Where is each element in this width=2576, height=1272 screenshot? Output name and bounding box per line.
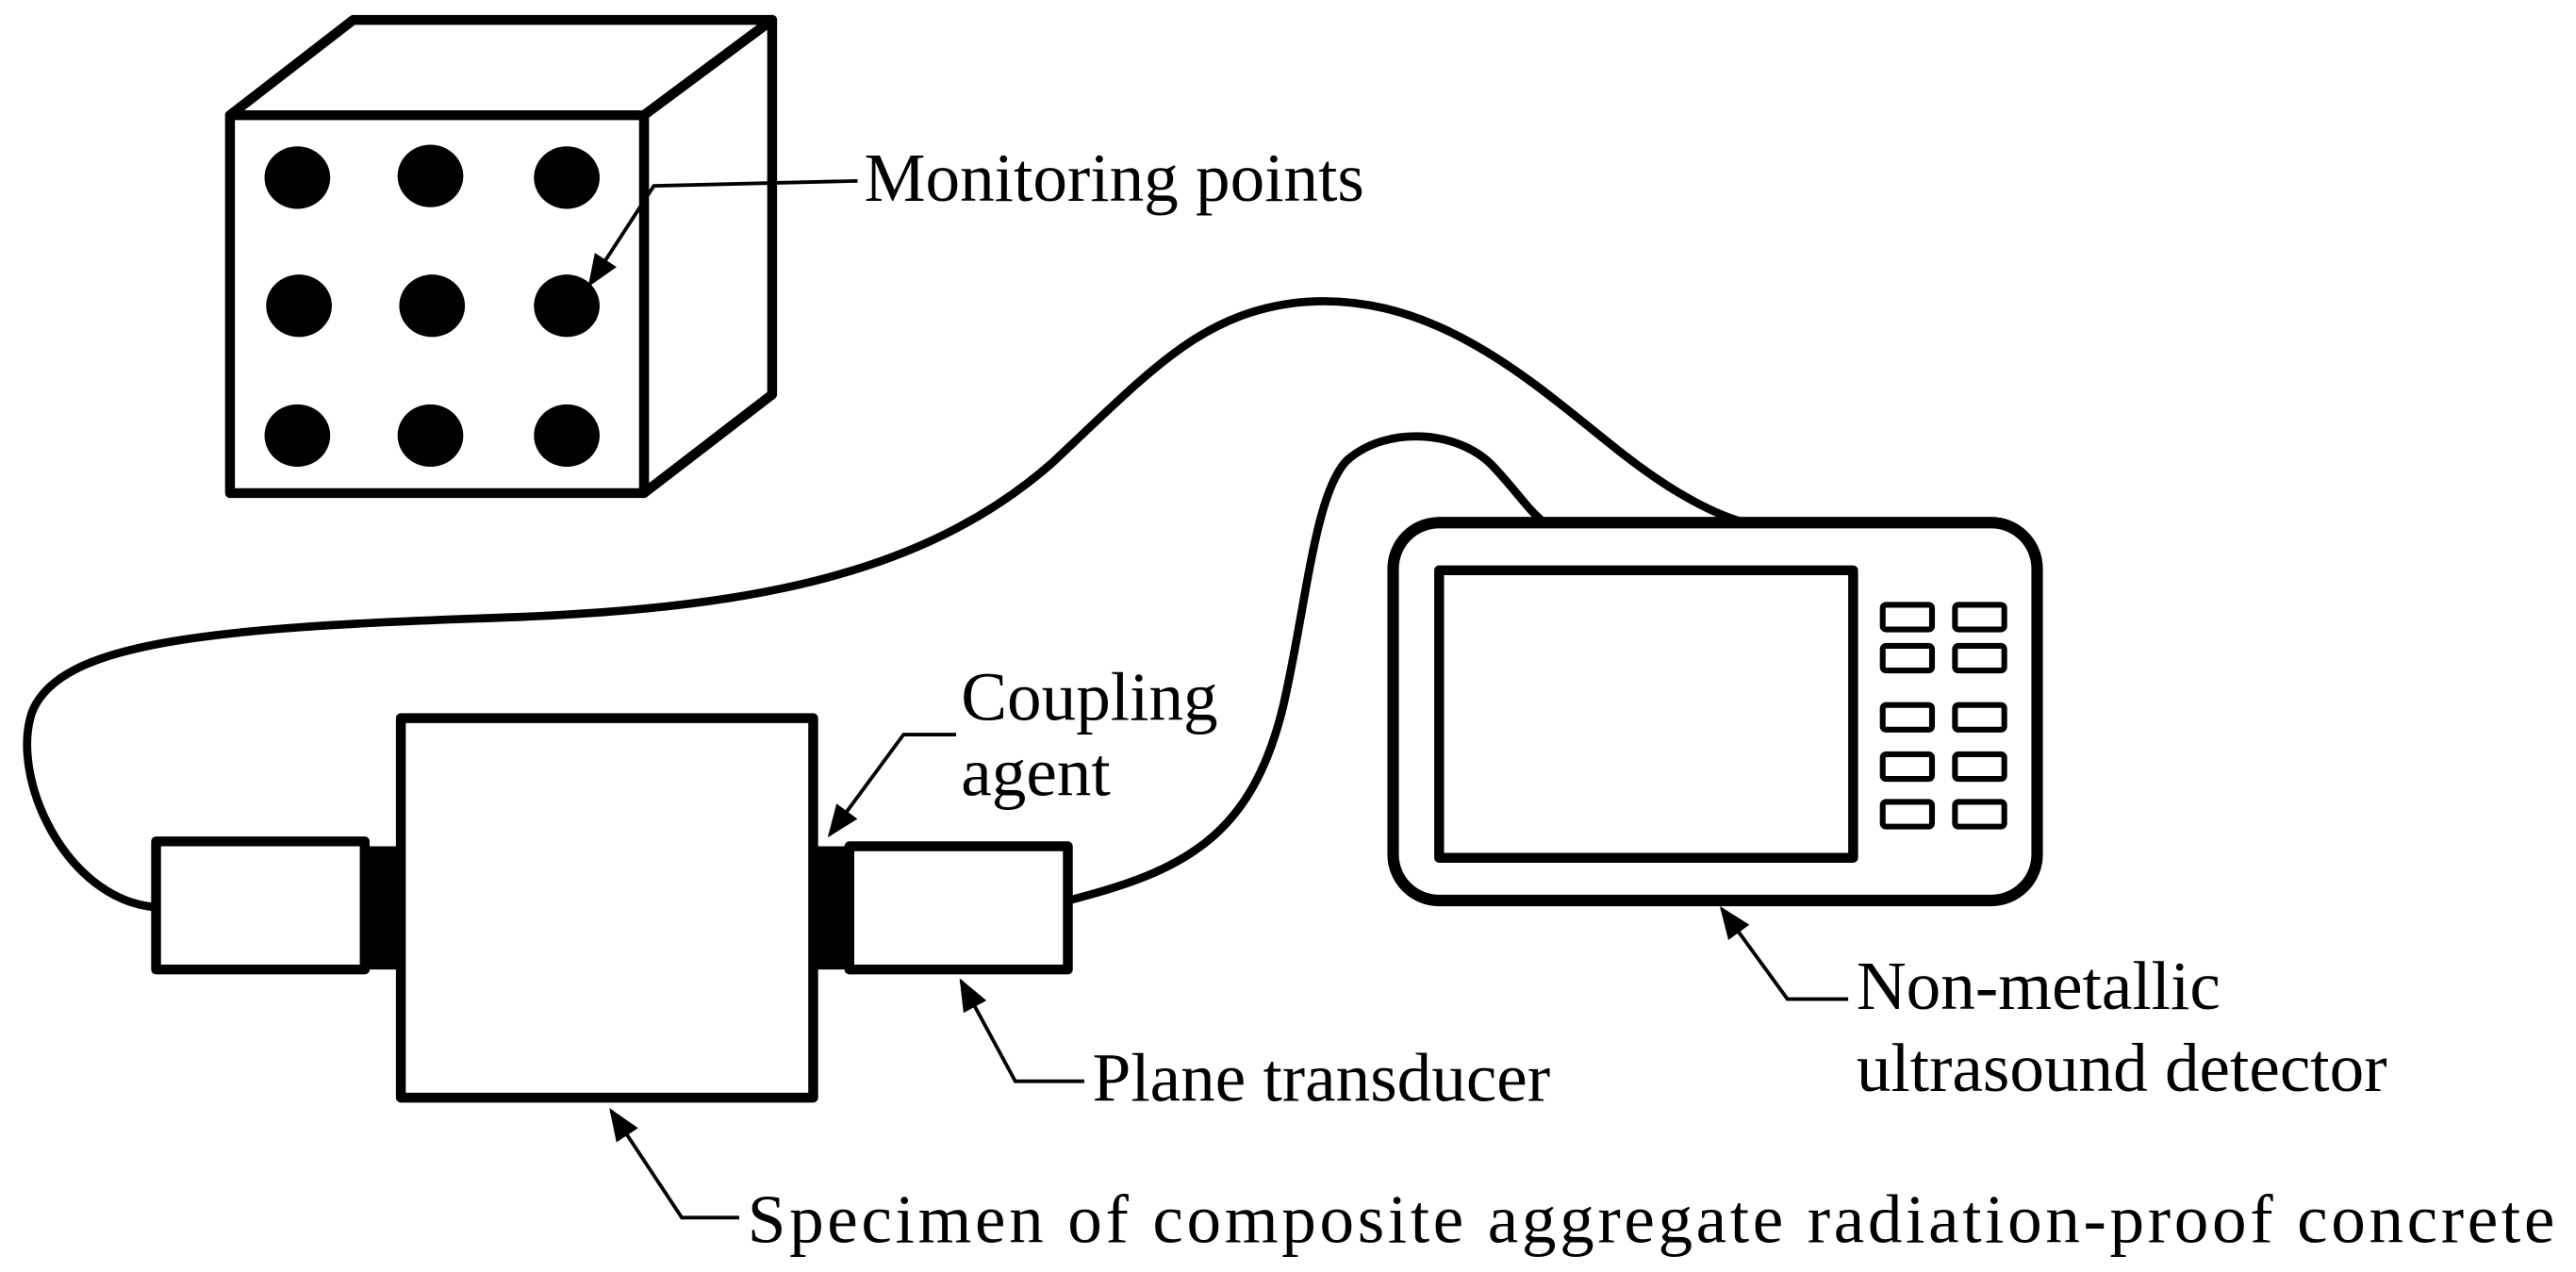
detector-key bbox=[1952, 642, 2007, 674]
detector-key bbox=[1952, 799, 2007, 830]
detector-key bbox=[1879, 799, 1936, 830]
leader-detector bbox=[1719, 905, 1849, 1001]
right-coupling-agent bbox=[813, 846, 850, 970]
label-coupling-agent-line1: Coupling bbox=[961, 658, 1217, 735]
monitoring-point bbox=[266, 274, 332, 338]
detector-key bbox=[1879, 702, 1936, 733]
label-detector-line2: ultrasound detector bbox=[1857, 1030, 2387, 1106]
label-specimen: Specimen of composite aggregate radiatio… bbox=[748, 1181, 2555, 1257]
leader-coupling-agent bbox=[827, 733, 957, 838]
monitoring-point bbox=[399, 274, 466, 338]
monitoring-point bbox=[264, 146, 331, 209]
monitoring-point bbox=[397, 404, 464, 468]
ultrasound-detector bbox=[1387, 517, 2043, 907]
monitoring-point bbox=[534, 146, 600, 209]
detector-key bbox=[1879, 751, 1936, 783]
cable-right-transducer bbox=[1064, 432, 1549, 905]
test-assembly bbox=[151, 713, 1073, 1103]
cable-left-transducer bbox=[23, 297, 1749, 912]
label-monitoring-points: Monitoring points bbox=[864, 140, 1363, 216]
leader-plane-transducer bbox=[959, 978, 1084, 1083]
label-coupling-agent-line2: agent bbox=[961, 735, 1110, 811]
detector-key bbox=[1879, 602, 1936, 633]
detector-key bbox=[1879, 642, 1936, 674]
monitoring-point bbox=[264, 404, 331, 468]
monitoring-point bbox=[534, 274, 600, 338]
label-plane-transducer: Plane transducer bbox=[1093, 1040, 1550, 1116]
leader-monitoring-points bbox=[587, 178, 858, 288]
detector-keypad bbox=[1879, 602, 2007, 830]
left-transducer bbox=[151, 836, 371, 975]
right-transducer bbox=[844, 841, 1073, 975]
concrete-specimen bbox=[395, 713, 818, 1103]
leader-specimen bbox=[609, 1108, 740, 1220]
specimen-cube bbox=[224, 14, 778, 499]
detector-key bbox=[1952, 751, 2007, 783]
detector-key bbox=[1952, 702, 2007, 733]
label-detector-line1: Non-metallic bbox=[1857, 948, 2221, 1024]
monitoring-point-grid bbox=[264, 144, 600, 468]
monitoring-point bbox=[397, 144, 464, 207]
detector-key bbox=[1952, 602, 2007, 633]
left-coupling-agent bbox=[364, 846, 402, 970]
monitoring-point bbox=[534, 404, 600, 468]
detector-screen bbox=[1434, 565, 1858, 863]
